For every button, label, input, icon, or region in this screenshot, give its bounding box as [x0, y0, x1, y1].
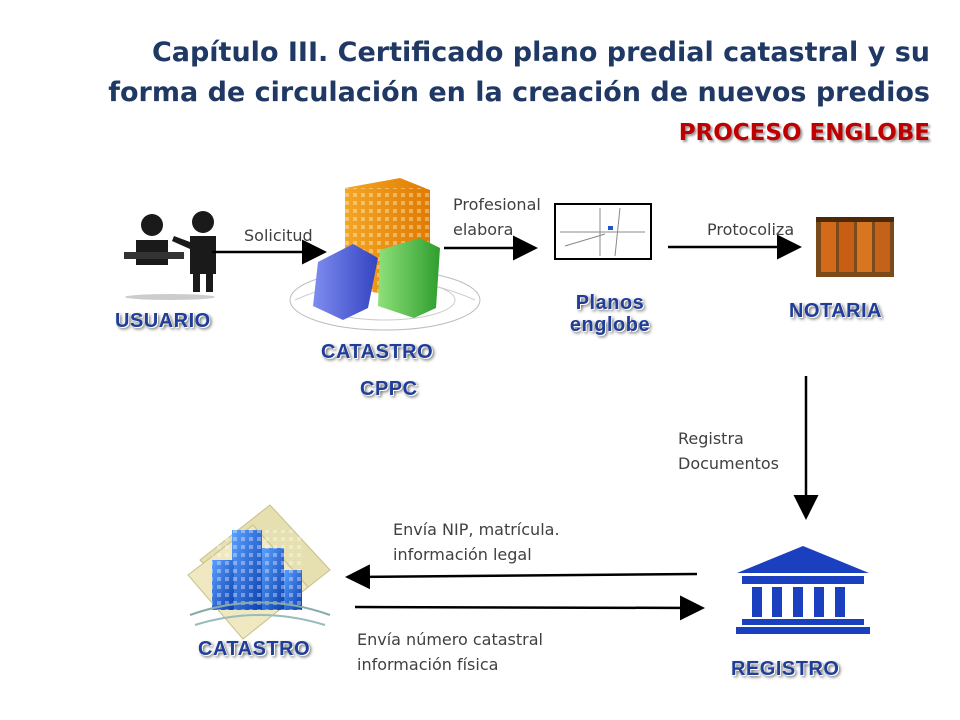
map-plan-icon — [554, 203, 652, 260]
edge-registra-line1: Registra — [678, 429, 744, 448]
node-planos-englobe: Planos englobe — [560, 292, 660, 336]
title-line-1: Capítulo III. Certificado plano predial … — [151, 37, 930, 68]
edge-profesional-line1: Profesional — [453, 195, 541, 214]
node-catastro-top: CATASTRO — [321, 341, 434, 363]
edge-label-solicitud: Solicitud — [244, 226, 313, 245]
node-notaria: NOTARIA — [789, 300, 883, 322]
notary-files-icon — [816, 217, 894, 277]
arrow-envia-numero — [354, 595, 705, 621]
process-subtitle: PROCESO ENGLOBE — [678, 120, 930, 146]
edge-envia-numero-line1: Envía número catastral — [357, 630, 543, 649]
registry-building-icon — [736, 546, 870, 634]
edge-label-profesional: Profesional elabora — [453, 193, 541, 243]
catastro-blue-buildings-icon — [187, 504, 331, 640]
edge-envia-nip-line1: Envía NIP, matrícula. — [393, 520, 560, 539]
arrow-envia-nip — [345, 564, 698, 590]
edge-envia-numero-line2: información física — [357, 654, 499, 674]
catastro-buildings-icon — [289, 178, 481, 331]
people-desk-icon — [124, 211, 216, 300]
edge-label-registra: Registra Documentos — [678, 427, 779, 477]
title-line-2: forma de circulación en la creación de n… — [108, 77, 930, 108]
edge-label-envia-nip: Envía NIP, matrícula. información legal — [393, 518, 560, 568]
node-usuario: USUARIO — [115, 310, 211, 332]
node-planos-line2: englobe — [569, 314, 651, 336]
node-registro: REGISTRO — [731, 658, 840, 680]
node-cppc: CPPC — [360, 378, 418, 400]
edge-label-protocoliza: Protocoliza — [707, 220, 795, 239]
node-planos-line1: Planos — [575, 292, 645, 314]
edge-registra-line2: Documentos — [678, 453, 780, 473]
node-catastro-bottom: CATASTRO — [198, 638, 311, 660]
edge-label-envia-numero: Envía número catastral información físic… — [357, 628, 543, 678]
edge-envia-nip-line2: información legal — [393, 544, 532, 564]
edge-profesional-line2: elabora — [453, 219, 514, 239]
